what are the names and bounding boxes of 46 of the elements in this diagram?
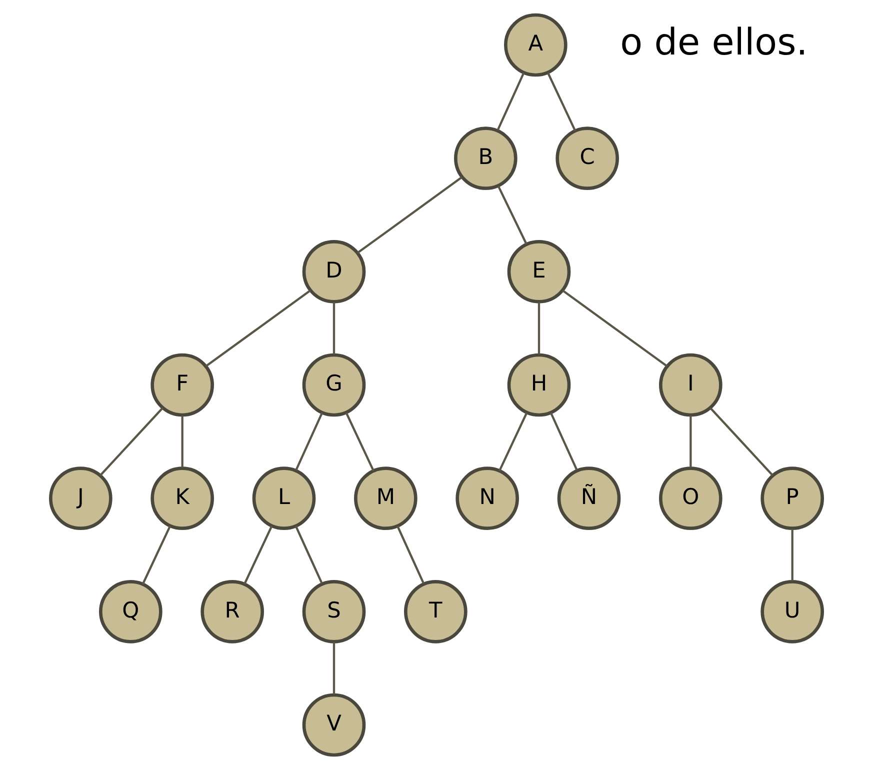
node-circle: O: [659, 466, 722, 530]
connector: [690, 416, 692, 468]
node-circle: K: [150, 466, 214, 530]
node-circle: F: [150, 353, 214, 417]
node-circle: D: [302, 240, 366, 304]
connector: [546, 72, 576, 132]
connector: [538, 302, 540, 354]
connector: [205, 290, 311, 368]
connector: [294, 526, 323, 584]
node-circle: T: [404, 580, 468, 644]
node-circle: Q: [99, 580, 162, 644]
connector: [356, 176, 463, 254]
node-circle: L: [252, 466, 316, 530]
node-circle: M: [354, 466, 418, 530]
node-circle: H: [507, 353, 571, 417]
connector: [791, 528, 794, 581]
connector: [332, 642, 336, 694]
connector: [498, 412, 528, 472]
connector: [332, 302, 336, 354]
connector: [181, 416, 184, 468]
node-circle: P: [760, 466, 824, 530]
node-circle: S: [302, 580, 366, 644]
label: o de ellos.: [620, 20, 808, 64]
node-circle: E: [507, 240, 571, 304]
connector: [496, 72, 525, 130]
node-circle: A: [504, 13, 568, 77]
connector: [142, 526, 172, 585]
node-circle: B: [454, 126, 518, 190]
connector: [295, 412, 324, 470]
node-circle: U: [760, 580, 824, 644]
node-circle: G: [302, 353, 366, 417]
connector: [550, 412, 578, 470]
connector: [345, 412, 374, 472]
node-circle: R: [200, 580, 264, 644]
node-circle: N: [456, 466, 519, 530]
connector: [562, 290, 668, 368]
node-circle: C: [556, 126, 619, 190]
node-circle: I: [659, 353, 722, 417]
node-circle: Ñ: [557, 466, 621, 530]
connector: [244, 526, 273, 585]
connector: [396, 526, 425, 584]
connector: [497, 186, 528, 245]
connector: [709, 407, 774, 476]
connector: [99, 407, 164, 476]
node-circle: J: [49, 466, 112, 530]
node-circle: V: [302, 693, 366, 757]
